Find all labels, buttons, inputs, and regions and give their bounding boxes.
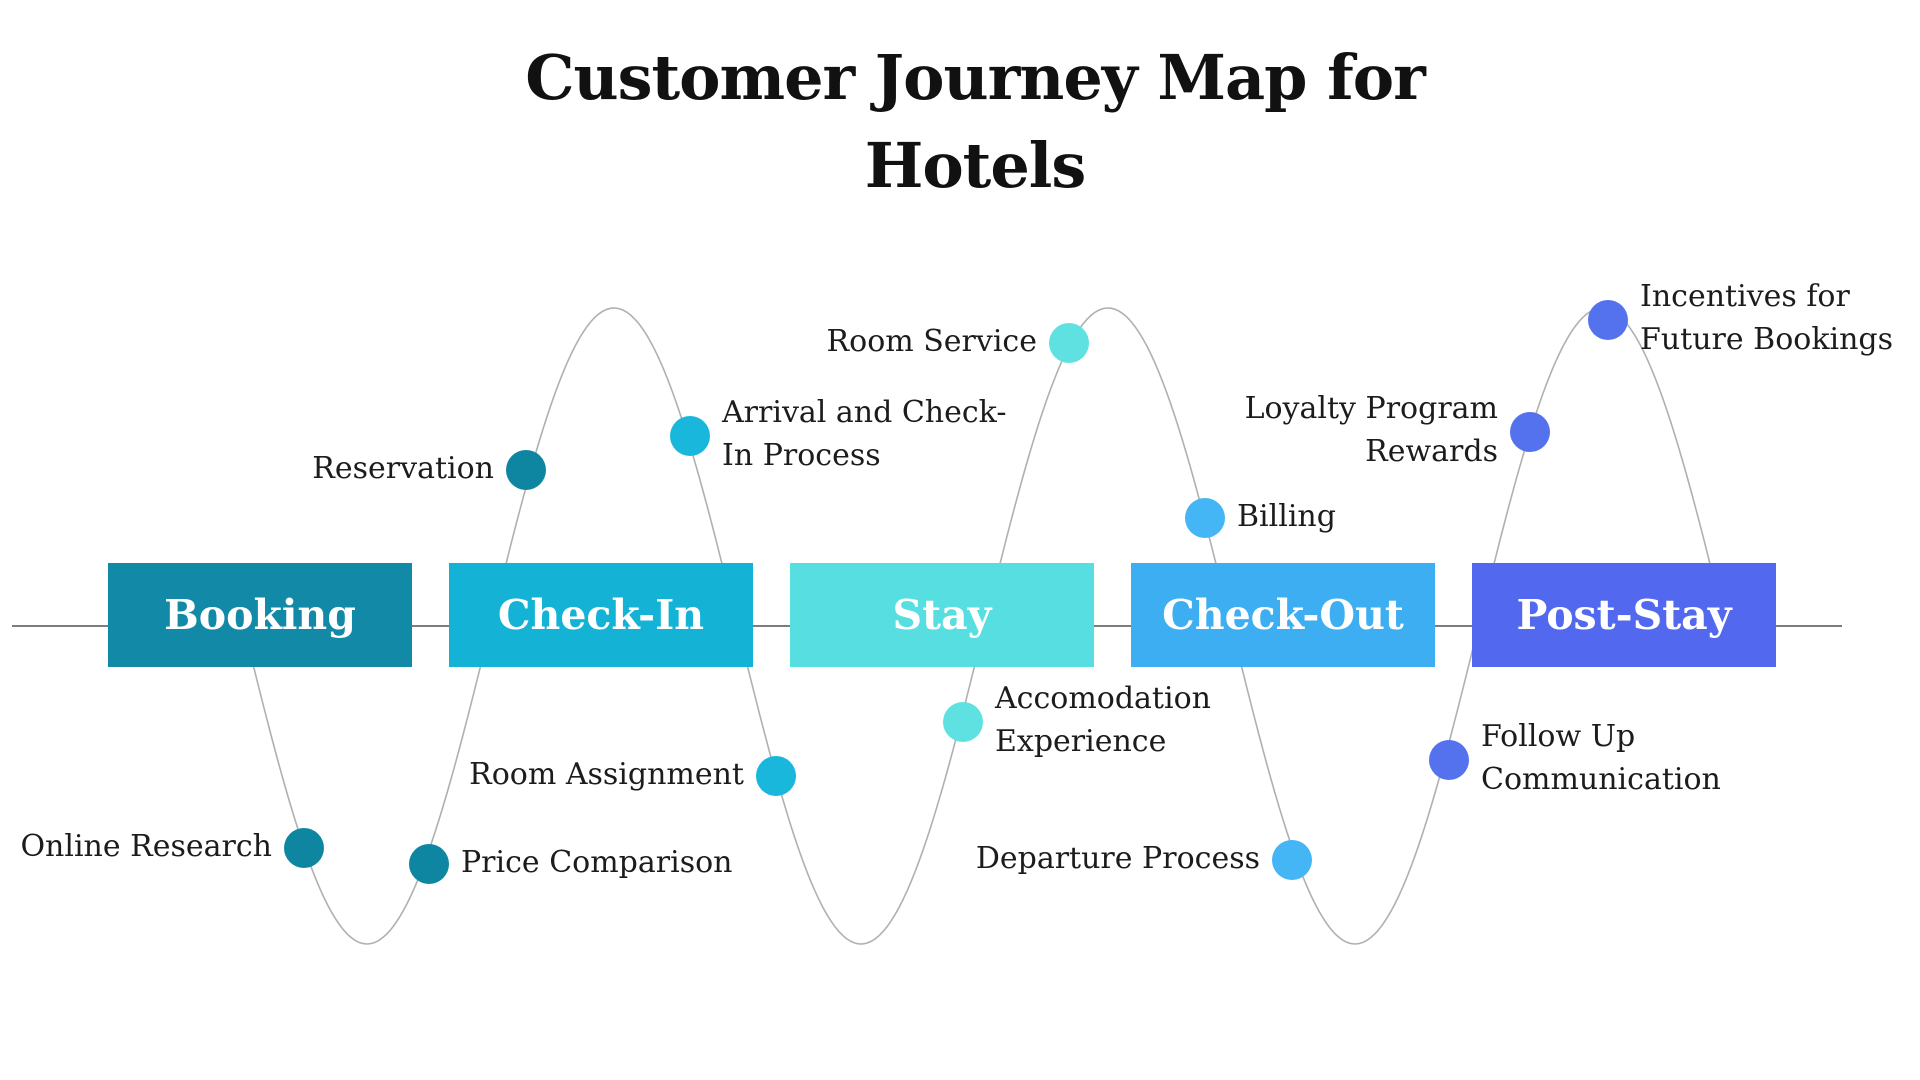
milestone-label-line: In Process <box>722 438 881 473</box>
milestone-label-line: Departure Process <box>975 840 1260 876</box>
milestone-dot-accomodation-experience <box>943 702 983 742</box>
milestone-label-follow-up-communication: Follow Up Communication <box>1481 715 1721 801</box>
milestone-dot-room-service <box>1049 323 1089 363</box>
milestone-dot-room-assignment <box>756 756 796 796</box>
milestone-dot-incentives-future-bookings <box>1588 300 1628 340</box>
milestone-dot-follow-up-communication <box>1429 740 1469 780</box>
milestone-label-room-service: Room Service <box>827 320 1037 363</box>
stage-box-check-out: Check-Out <box>1131 563 1435 667</box>
milestone-dot-reservation <box>506 450 546 490</box>
milestone-label-line: Future Bookings <box>1640 322 1894 357</box>
stage-label: Check-In <box>497 591 705 639</box>
milestone-label-line: Rewards <box>1365 434 1498 469</box>
milestone-label-line: Billing <box>1237 498 1336 534</box>
milestone-label-line: Communication <box>1481 762 1721 797</box>
milestone-dot-online-research <box>284 828 324 868</box>
milestone-dot-loyalty-program-rewards <box>1510 412 1550 452</box>
stage-box-check-in: Check-In <box>449 563 753 667</box>
page-title-line2: Hotels <box>864 129 1086 202</box>
milestone-label-line: Experience <box>995 724 1167 759</box>
page-title: Customer Journey Map for Hotels <box>0 34 1920 210</box>
milestone-label-line: Room Service <box>826 323 1037 359</box>
milestone-label-reservation: Reservation <box>312 447 494 490</box>
milestone-label-line: Accomodation <box>995 681 1211 716</box>
milestone-label-arrival-and-check-in: Arrival and Check- In Process <box>722 391 1006 477</box>
stage-box-booking: Booking <box>108 563 412 667</box>
milestone-label-line: Arrival and Check- <box>722 395 1007 430</box>
stage-label: Stay <box>892 591 992 639</box>
stage-label: Check-Out <box>1162 591 1404 639</box>
page-title-line1: Customer Journey Map for <box>525 41 1426 114</box>
milestone-label-line: Loyalty Program <box>1244 391 1498 426</box>
milestone-label-line: Incentives for <box>1640 279 1850 314</box>
milestone-label-line: Follow Up <box>1481 719 1636 754</box>
stage-label: Booking <box>164 591 356 639</box>
milestone-dot-arrival-and-check-in <box>670 416 710 456</box>
milestone-label-departure-process: Departure Process <box>976 837 1260 880</box>
milestone-label-line: Price Comparison <box>461 844 733 880</box>
stage-label: Post-Stay <box>1516 591 1732 639</box>
milestone-dot-billing <box>1185 498 1225 538</box>
milestone-label-line: Reservation <box>312 450 494 486</box>
milestone-label-online-research: Online Research <box>20 825 272 868</box>
milestone-label-line: Room Assignment <box>469 756 744 792</box>
milestone-label-line: Online Research <box>20 828 272 864</box>
stage-box-post-stay: Post-Stay <box>1472 563 1776 667</box>
milestone-label-billing: Billing <box>1237 495 1336 538</box>
milestone-label-price-comparison: Price Comparison <box>461 841 732 884</box>
milestone-dot-price-comparison <box>409 844 449 884</box>
stage-box-stay: Stay <box>790 563 1094 667</box>
milestone-dot-departure-process <box>1272 840 1312 880</box>
milestone-label-room-assignment: Room Assignment <box>469 753 744 796</box>
